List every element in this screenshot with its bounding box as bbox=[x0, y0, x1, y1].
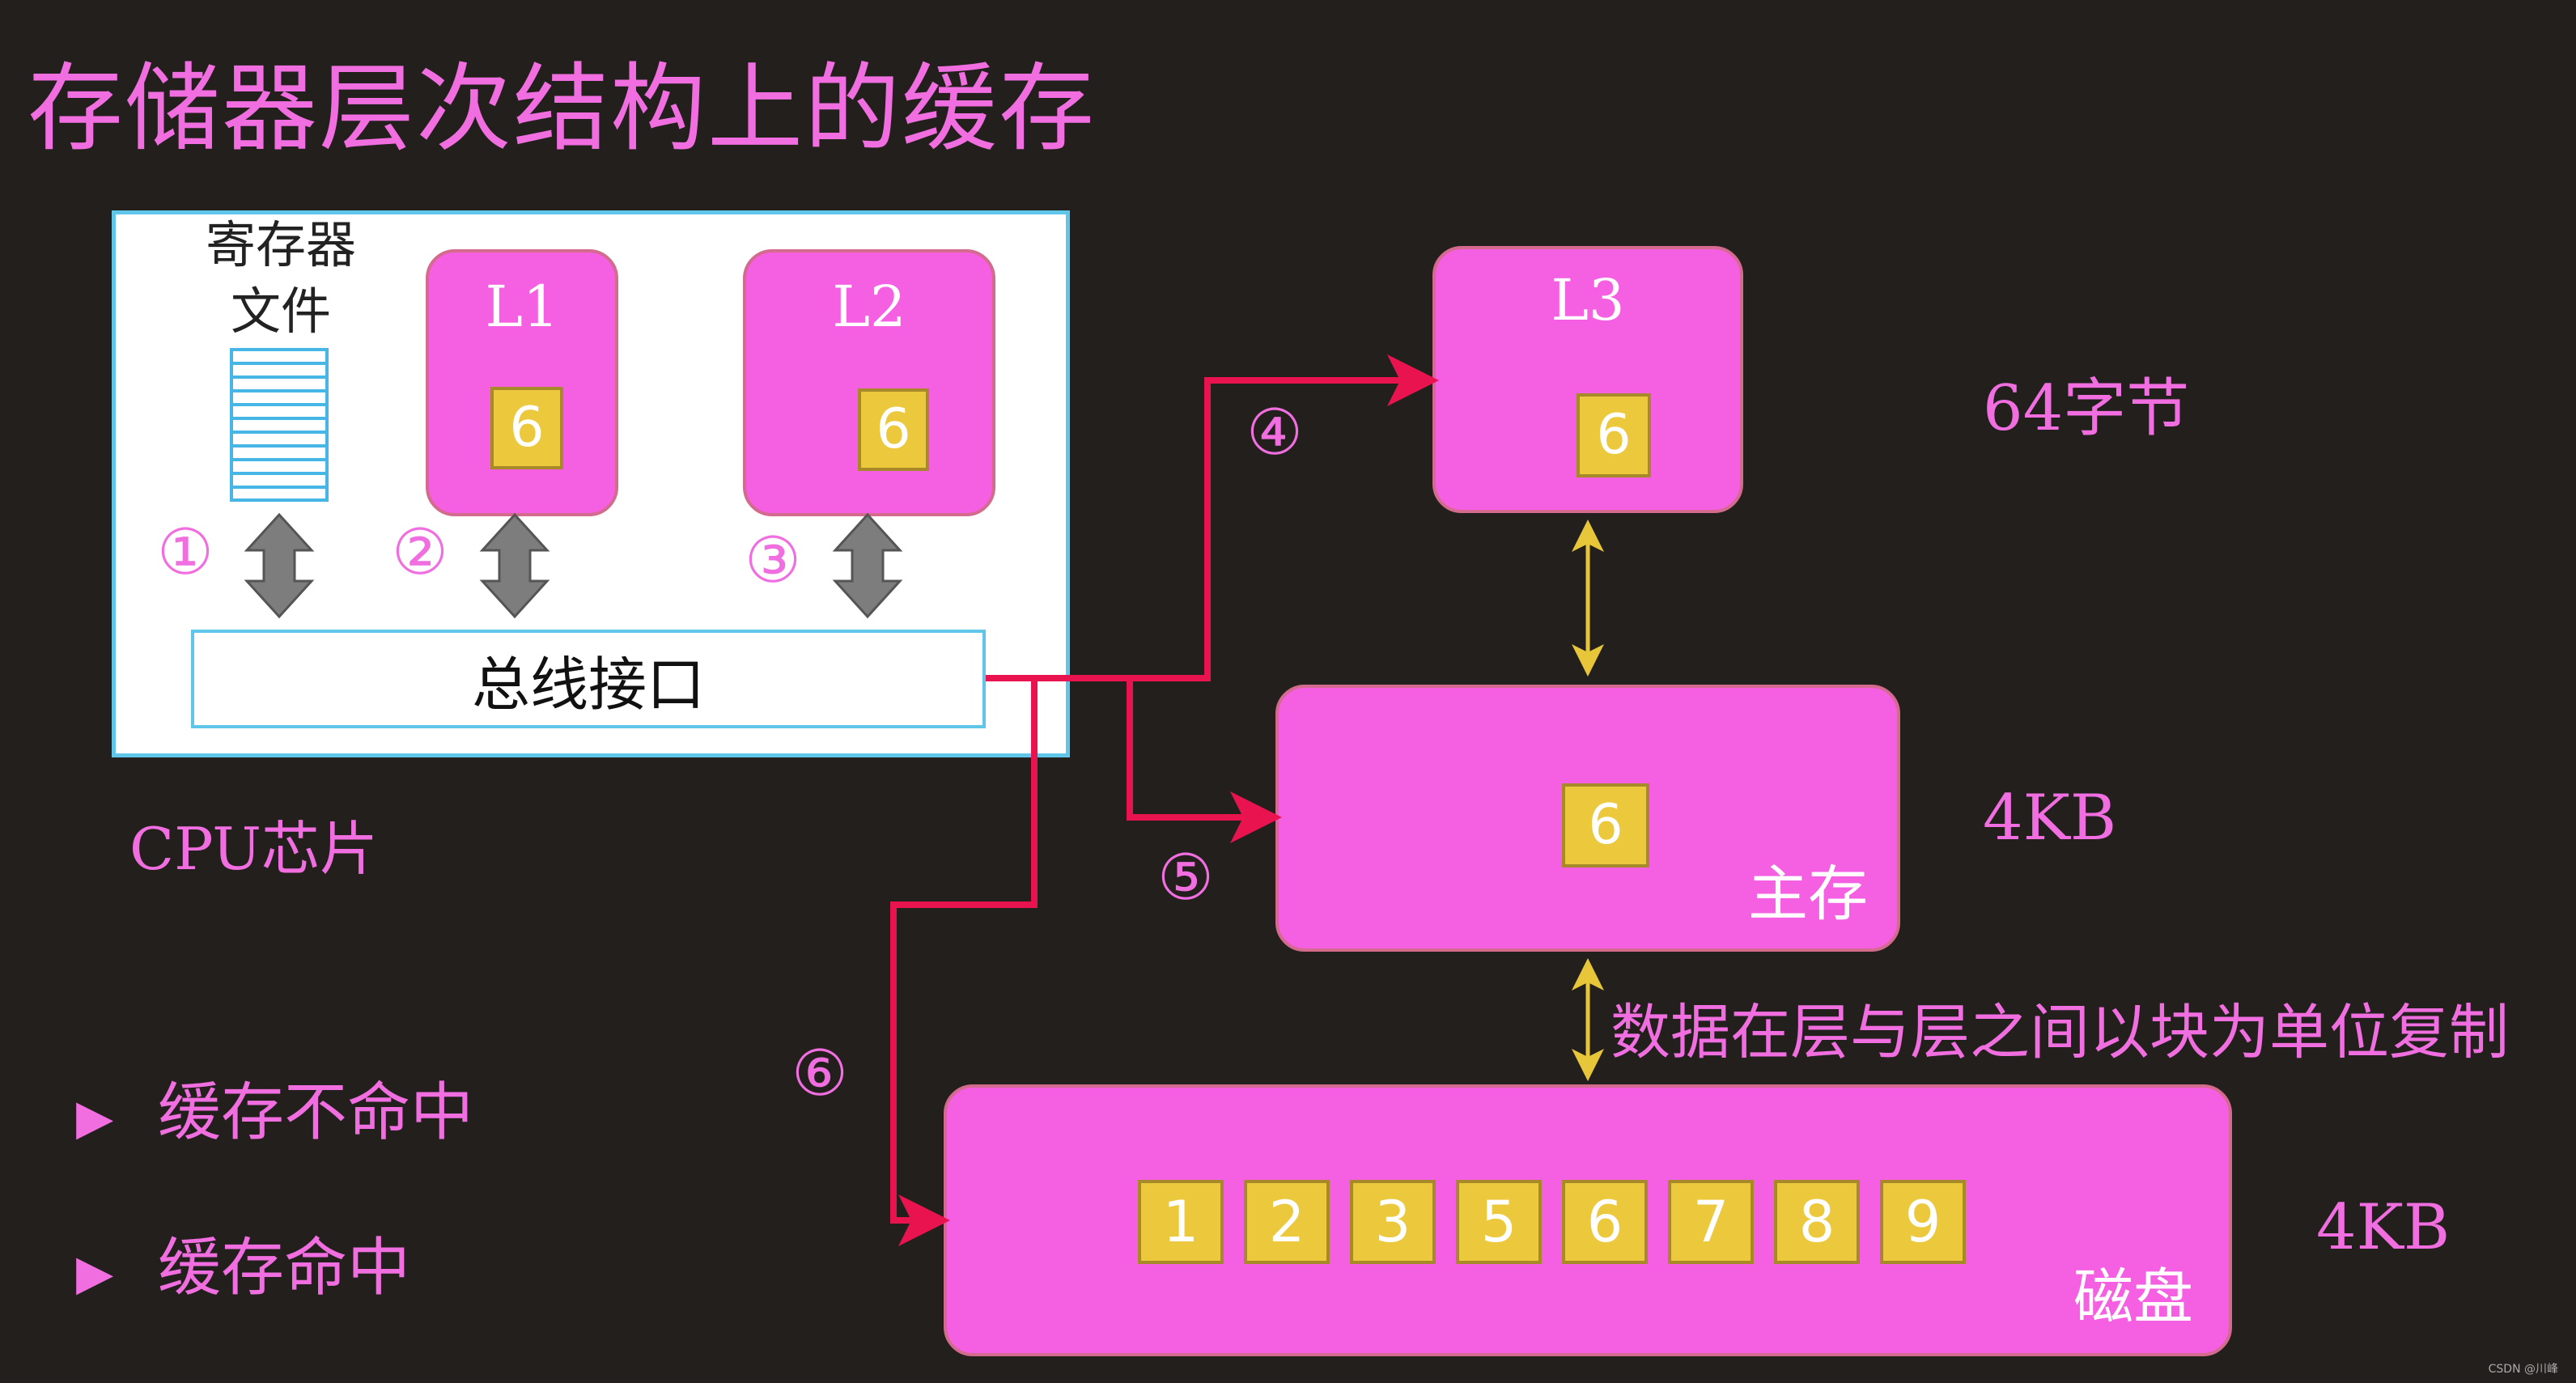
watermark: CSDN @川峰 bbox=[2488, 1363, 2558, 1376]
main-memory-label: 主存 bbox=[1748, 859, 1868, 929]
l1-cache: L1 6 bbox=[426, 249, 618, 516]
disk-size-label: 4KB bbox=[2316, 1191, 2451, 1264]
disk-block: 8 bbox=[1774, 1180, 1860, 1264]
l1-bus-double-arrow bbox=[479, 512, 550, 619]
bullet-cache-miss-text: 缓存不命中 bbox=[157, 1076, 473, 1149]
register-file-graphic bbox=[230, 348, 329, 502]
step-3-marker: ③ bbox=[745, 524, 801, 597]
register-file-label-line1: 寄存器 bbox=[205, 215, 356, 274]
l1-block: 6 bbox=[490, 387, 563, 469]
l3-block: 6 bbox=[1577, 393, 1651, 477]
bus-to-main-memory-arrow bbox=[1127, 678, 1282, 843]
step-2-marker: ② bbox=[392, 516, 448, 589]
l2-label: L2 bbox=[832, 274, 906, 340]
main-memory: 6 主存 bbox=[1275, 685, 1900, 952]
register-file-label-line2: 文件 bbox=[230, 282, 331, 341]
bullet-marker-icon: ▶ bbox=[76, 1245, 114, 1301]
bullet-marker-icon: ▶ bbox=[76, 1089, 114, 1146]
disk-block: 6 bbox=[1562, 1180, 1648, 1264]
l2-block: 6 bbox=[858, 388, 929, 471]
l1-label: L1 bbox=[485, 274, 559, 340]
main-memory-size-label: 4KB bbox=[1983, 782, 2117, 855]
bullet-cache-hit-text: 缓存命中 bbox=[157, 1232, 410, 1305]
bus-to-disk-arrow bbox=[890, 678, 1038, 1246]
copy-note: 数据在层与层之间以块为单位复制 bbox=[1611, 998, 2509, 1067]
bus-to-l3-arrow bbox=[986, 354, 1439, 681]
l2-cache: L2 6 bbox=[743, 249, 995, 516]
step-6-marker: ⑥ bbox=[791, 1037, 848, 1110]
disk-label: 磁盘 bbox=[2073, 1262, 2193, 1332]
page-title: 存储器层次结构上的缓存 bbox=[28, 53, 1097, 164]
l3-size-label: 64字节 bbox=[1983, 372, 2190, 445]
disk-block: 5 bbox=[1456, 1180, 1542, 1264]
step-1-marker: ① bbox=[157, 516, 214, 589]
l3-label: L3 bbox=[1551, 267, 1625, 333]
disk-block: 9 bbox=[1880, 1180, 1966, 1264]
bus-interface: 总线接口 bbox=[191, 630, 986, 728]
cpu-chip-label: CPU芯片 bbox=[129, 815, 378, 883]
register-file-label: 寄存器 文件 bbox=[188, 212, 374, 345]
bullet-cache-hit: ▶ 缓存命中 bbox=[76, 1217, 410, 1308]
disk-block: 2 bbox=[1244, 1180, 1330, 1264]
l2-bus-double-arrow bbox=[832, 512, 903, 619]
bullet-cache-miss: ▶ 缓存不命中 bbox=[76, 1062, 473, 1152]
step-4-marker: ④ bbox=[1246, 397, 1303, 469]
disk-block: 3 bbox=[1350, 1180, 1436, 1264]
l3-cache: L3 6 bbox=[1432, 246, 1743, 513]
main-memory-block: 6 bbox=[1562, 783, 1649, 868]
disk-block: 1 bbox=[1138, 1180, 1224, 1264]
disk-block: 7 bbox=[1668, 1180, 1754, 1264]
register-bus-double-arrow bbox=[244, 512, 315, 619]
step-5-marker: ⑤ bbox=[1157, 842, 1214, 914]
